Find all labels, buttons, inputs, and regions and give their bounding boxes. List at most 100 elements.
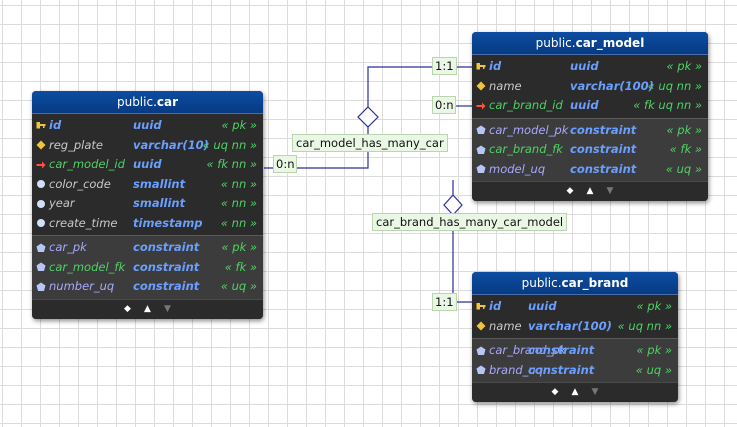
column-name: reg_plate — [49, 137, 103, 152]
column-constraints: « pk » — [221, 118, 257, 132]
constraint-kind: « uq » — [220, 279, 257, 293]
constraint-icon — [476, 140, 486, 159]
constraint-kind: « fk » — [669, 142, 702, 156]
constraint-type: constraint — [133, 240, 200, 254]
constraint-type: constraint — [570, 122, 637, 137]
table-header[interactable]: public.car_model — [472, 32, 708, 55]
not-null-circle-icon — [36, 175, 46, 194]
table-footer: ◆ ▲ ▼ — [472, 181, 708, 201]
constraint-icon — [476, 341, 486, 360]
table-header[interactable]: public.car_brand — [472, 272, 678, 295]
table-name: car_model — [575, 36, 645, 50]
constraint-icon — [476, 121, 486, 140]
collapse-table-icon[interactable]: ▲ — [571, 387, 579, 397]
constraint-icon — [36, 258, 46, 277]
constraint-type: constraint — [133, 279, 200, 293]
column-constraints: « uq nn » — [202, 137, 257, 152]
table-header[interactable]: public.car — [32, 91, 263, 114]
expand-table-icon[interactable]: ▼ — [164, 303, 171, 314]
constraint-name: car_pk — [49, 240, 87, 254]
table-schema: public. — [521, 276, 562, 290]
column-constraints: « fk uq nn » — [633, 98, 702, 112]
unique-diamond-icon — [476, 77, 486, 96]
constraint-kind: « pk » — [636, 343, 672, 357]
constraint-icon — [476, 361, 486, 380]
cardinality-car-model-one: 1:1 — [432, 57, 457, 75]
constraint-icon — [476, 160, 486, 179]
column-type: varchar(100) — [528, 318, 612, 333]
table-footer: ◆ ▲ ▼ — [472, 382, 678, 402]
collapse-table-icon[interactable]: ▲ — [144, 303, 151, 314]
column-name: car_brand_id — [489, 98, 563, 112]
column-name: color_code — [49, 176, 111, 191]
primary-key-icon — [476, 297, 486, 316]
column-name: name — [489, 78, 522, 93]
column-constraints: « uq nn » — [617, 318, 672, 333]
column-row-reg-plate[interactable]: reg_plate varchar(10)« uq nn » — [32, 136, 263, 156]
column-name: year — [49, 196, 75, 210]
relationship-label-car-brand-has-many-car-model[interactable]: car_brand_has_many_car_model — [372, 213, 568, 231]
toggle-extended-attributes-icon[interactable]: ◆ — [566, 186, 574, 196]
toggle-extended-attributes-icon[interactable]: ◆ — [124, 303, 131, 314]
column-constraints: « nn » — [220, 196, 257, 210]
relationship-diamond — [357, 106, 379, 128]
column-row-car-brand-id[interactable]: car_brand_id uuid « fk uq nn » — [472, 96, 708, 116]
column-constraints: « nn » — [220, 176, 257, 191]
constraint-row-number-uq[interactable]: number_uq constraint « uq » — [32, 277, 263, 297]
column-name: car_model_id — [49, 157, 125, 171]
expand-table-icon[interactable]: ▼ — [591, 387, 599, 397]
rel-line-car-model-pk — [367, 66, 472, 107]
constraint-name: car_brand_fk — [489, 142, 563, 156]
unique-diamond-icon — [36, 136, 46, 155]
constraint-kind: « pk » — [221, 240, 257, 254]
column-name: id — [489, 59, 502, 73]
table-schema: public. — [116, 95, 157, 109]
constraint-name: car_brand_pk — [489, 343, 567, 357]
column-constraints: « pk » — [636, 299, 672, 313]
column-type: uuid — [133, 118, 162, 132]
foreign-key-arrow-icon — [36, 155, 46, 174]
unique-diamond-icon — [476, 317, 486, 336]
constraint-name: number_uq — [49, 279, 115, 293]
column-type: uuid — [570, 59, 599, 73]
toggle-extended-attributes-icon[interactable]: ◆ — [551, 387, 559, 397]
cardinality-car-brand-one: 1:1 — [432, 293, 457, 311]
column-type: uuid — [570, 98, 599, 112]
table-name: car_brand — [561, 276, 629, 290]
constraint-kind: « uq » — [665, 161, 702, 176]
column-constraints: « nn » — [220, 215, 257, 230]
expand-table-icon[interactable]: ▼ — [606, 186, 614, 196]
column-constraints: « uq nn » — [647, 78, 702, 93]
foreign-key-arrow-icon — [476, 96, 486, 115]
column-type: uuid — [528, 299, 557, 313]
column-type: varchar(10) — [133, 137, 209, 152]
cardinality-car-many: 0:n — [273, 155, 298, 173]
relationship-label-car-model-has-many-car[interactable]: car_model_has_many_car — [292, 134, 448, 152]
constraint-row-car-pk[interactable]: car_pk constraint « pk » — [32, 238, 263, 258]
cardinality-car-model-many: 0:n — [432, 96, 457, 114]
constraint-kind: « uq » — [635, 362, 672, 377]
collapse-table-icon[interactable]: ▲ — [586, 186, 594, 196]
